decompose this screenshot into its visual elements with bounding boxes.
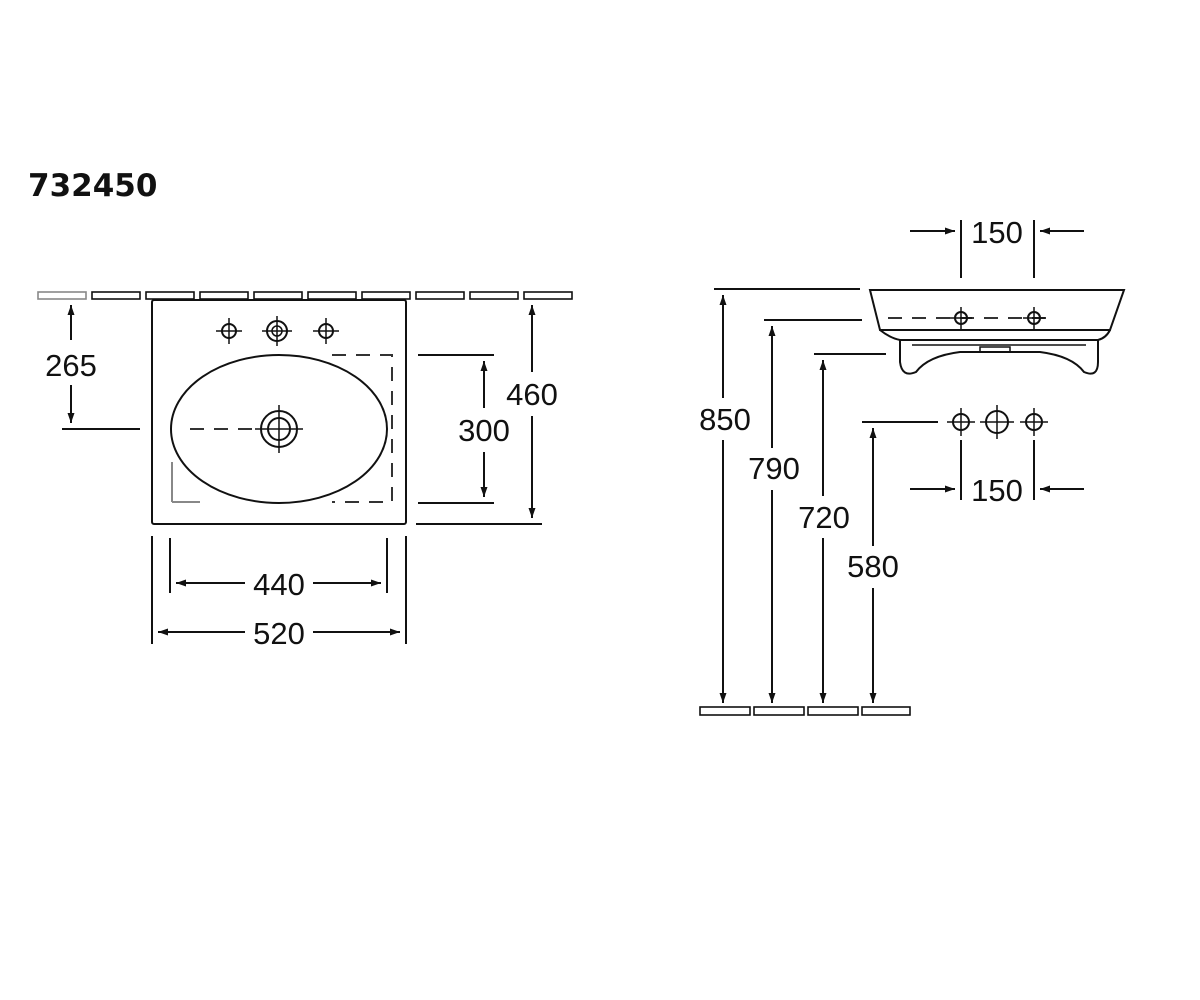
top-view: 265 300 460 440 520 — [37, 291, 573, 651]
floor-tiles — [699, 706, 911, 716]
tap-hole-icon — [950, 307, 972, 329]
basin-outline-top — [151, 299, 407, 525]
product-number: 732450 — [28, 168, 157, 204]
dim-520: 520 — [253, 616, 305, 651]
dim-790: 790 — [748, 451, 800, 486]
side-view: 150 150 850 — [699, 215, 1126, 716]
dim-850: 850 — [699, 402, 751, 437]
dim-440: 440 — [253, 567, 305, 602]
tap-hole-icon — [216, 318, 242, 344]
tap-hole-icon — [262, 316, 292, 346]
dim-300: 300 — [458, 413, 510, 448]
drain-connection-icon — [980, 405, 1014, 439]
tap-hole-icon — [313, 318, 339, 344]
wall-tiles-top — [37, 291, 573, 300]
dim-580: 580 — [847, 549, 899, 584]
supply-connection-icon — [1020, 408, 1048, 436]
dim-150-bottom: 150 — [971, 473, 1023, 508]
dim-150-top: 150 — [971, 215, 1023, 250]
dim-265: 265 — [45, 348, 97, 383]
dim-460: 460 — [506, 377, 558, 412]
dim-720: 720 — [798, 500, 850, 535]
bowl-ellipse — [170, 354, 388, 504]
tap-hole-icon — [1023, 307, 1045, 329]
basin-profile — [868, 289, 1126, 331]
drain-icon — [255, 405, 303, 453]
supply-connection-icon — [947, 408, 975, 436]
